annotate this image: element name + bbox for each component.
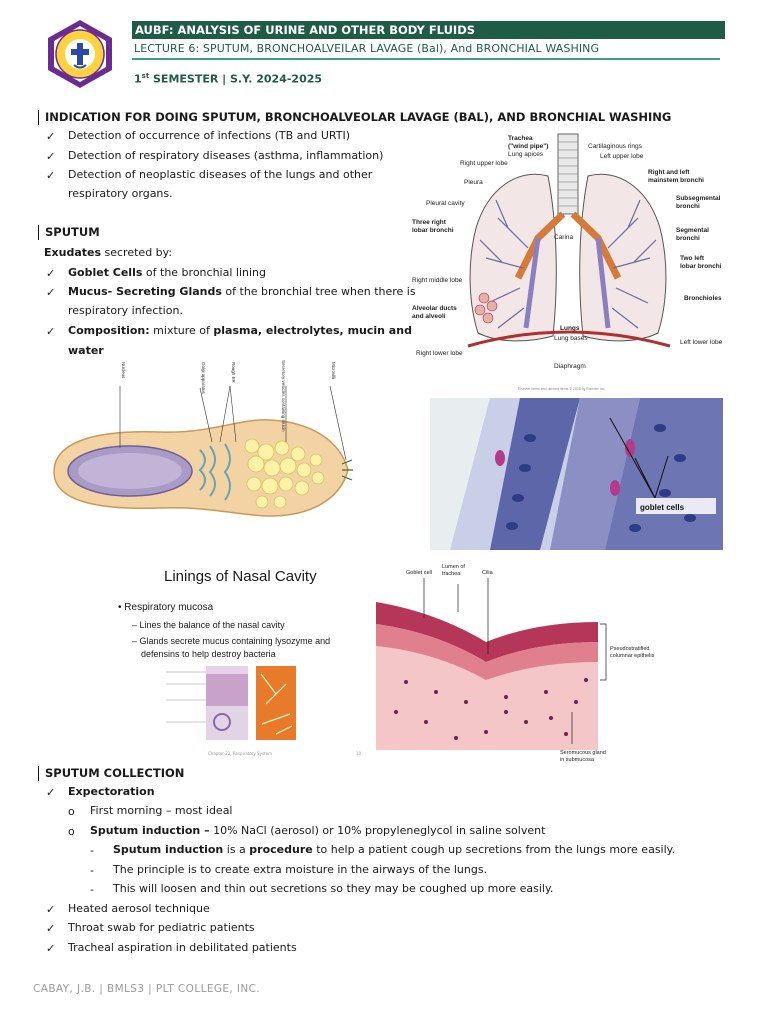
lung-label: Subsegmental: [676, 195, 721, 202]
goblet-cell-diagram: Nucleus Golgi apparatus Rough ER Secreto…: [53, 360, 353, 517]
lung-label: bronchi: [676, 203, 700, 210]
trachea-label: Lumen of: [442, 564, 465, 570]
exudates-line: Exudates secreted by:: [44, 246, 173, 259]
goblet-cells-line: Goblet Cells of the bronchial lining: [68, 266, 266, 279]
lung-label: Right middle lobe: [412, 277, 463, 284]
lung-label: and alveoli: [412, 313, 446, 320]
check-icon: ✓: [46, 786, 56, 799]
check-icon: ✓: [46, 325, 56, 338]
induction-procedure-line: Sputum induction is a procedure to help …: [113, 843, 676, 856]
lung-label: Right lower lobe: [416, 350, 463, 357]
trachea-label: Pseudostratified: [610, 646, 649, 652]
indication-item-2: Detection of respiratory diseases (asthm…: [68, 149, 384, 162]
heated-aerosol-line: Heated aerosol technique: [68, 902, 210, 915]
lung-label: Trachea: [508, 135, 533, 142]
lung-label: Right and left: [648, 169, 690, 176]
check-icon: ✓: [46, 169, 56, 182]
lung-label: lobar bronchi: [412, 227, 454, 234]
circle-bullet-icon: o: [68, 805, 75, 818]
slide-title: Linings of Nasal Cavity: [164, 568, 317, 585]
indication-item-3-cont: respiratory organs.: [68, 187, 173, 200]
slide-sub-2: – Glands secrete mucus containing lysozy…: [132, 636, 331, 646]
slide-footer: Chapter 22, Respiratory System: [208, 751, 273, 756]
lung-label: Carina: [554, 234, 574, 241]
trachea-label: trachea: [442, 571, 461, 577]
slide-sub-1: – Lines the balance of the nasal cavity: [132, 620, 285, 630]
goblet-cells-label: goblet cells: [640, 503, 685, 512]
lecture-title: LECTURE 6: SPUTUM, BRONCHOALVEILAR LAVAG…: [134, 42, 600, 55]
dash-bullet-icon: -: [90, 844, 94, 857]
indication-item-3: Detection of neoplastic diseases of the …: [68, 168, 373, 181]
throat-swab-line: Throat swab for pediatric patients: [68, 921, 255, 934]
induction-principle-line: The principle is to create extra moistur…: [113, 863, 488, 876]
trachea-histology-figure: Goblet cell Lumen of trachea Cilia Pseud…: [376, 564, 655, 763]
page-footer: CABAY, J.B. | BMLS3 | PLT COLLEGE, INC.: [33, 983, 261, 995]
composition-line-2: water: [68, 344, 104, 357]
lung-label: Pleural cavity: [426, 200, 465, 207]
lung-label: lobar bronchi: [680, 263, 722, 270]
nasal-mucosa-images: [166, 666, 296, 740]
check-icon: ✓: [46, 903, 56, 916]
tracheal-aspiration-line: Tracheal aspiration in debilitated patie…: [68, 941, 297, 954]
check-icon: ✓: [46, 150, 56, 163]
lung-label: Alveolar ducts: [412, 305, 457, 312]
check-icon: ✓: [46, 130, 56, 143]
lung-label: ("wind pipe"): [508, 143, 548, 150]
goblet-cells-micrograph: goblet cells: [430, 398, 723, 550]
composition-line: Composition: mixture of plasma, electrol…: [68, 324, 412, 337]
goblet-cell-label: Secretory vesicles containing mucin: [281, 360, 286, 432]
sputum-heading: SPUTUM: [38, 225, 100, 240]
goblet-cell-label: Nucleus: [121, 362, 126, 379]
lung-label: Bronchioles: [684, 295, 722, 302]
slide-page: 10: [356, 751, 362, 756]
course-title-bar: AUBF: ANALYSIS OF URINE AND OTHER BODY F…: [132, 21, 725, 39]
slide-bullet: • Respiratory mucosa: [118, 602, 214, 613]
collection-heading: SPUTUM COLLECTION: [38, 766, 184, 781]
circle-bullet-icon: o: [68, 825, 75, 838]
lung-anatomy-figure: Trachea ("wind pipe") Lung apices Cartil…: [412, 133, 723, 391]
trachea-label: in submucosa: [560, 757, 595, 763]
lung-credit: Elsevier items and derived items © 2006 …: [518, 387, 605, 391]
lung-label: Cartilaginous rings: [588, 143, 643, 150]
check-icon: ✓: [46, 267, 56, 280]
lung-label: bronchi: [676, 235, 700, 242]
lung-label: Lung apices: [508, 151, 544, 158]
sputum-induction-line: Sputum induction – 10% NaCl (aerosol) or…: [90, 824, 546, 837]
indication-item-1: Detection of occurrence of infections (T…: [68, 129, 350, 142]
dash-bullet-icon: -: [90, 883, 94, 896]
first-morning-line: First morning – most ideal: [90, 804, 233, 817]
lung-label: Three right: [412, 219, 447, 226]
dash-bullet-icon: -: [90, 864, 94, 877]
check-icon: ✓: [46, 942, 56, 955]
lung-label: mainstem bronchi: [648, 177, 704, 184]
goblet-cell-label: Microvilli: [331, 362, 336, 379]
trachea-label: Seromucous gland: [560, 750, 606, 756]
goblet-cell-label: Rough ER: [231, 362, 236, 384]
trachea-label: Cilia: [482, 570, 494, 576]
college-logo: [48, 20, 112, 88]
lung-label: Lungs: [560, 325, 580, 332]
header-divider: [132, 58, 720, 60]
mucus-glands-line-2: respiratory infection.: [68, 304, 183, 317]
lung-label: Segmental: [676, 227, 709, 234]
trachea-label: columnar epithelis: [610, 653, 655, 659]
slide-sub-3: defensins to help destroy bacteria: [141, 649, 276, 659]
lung-label: Left upper lobe: [600, 153, 644, 160]
nasal-cavity-slide: Linings of Nasal Cavity • Respiratory mu…: [108, 556, 374, 762]
lung-label: Pleura: [464, 179, 483, 186]
mucus-glands-line: Mucus- Secreting Glands of the bronchial…: [68, 285, 416, 298]
indication-heading: INDICATION FOR DOING SPUTUM, BRONCHOALVE…: [38, 110, 671, 125]
lung-label: Two left: [680, 255, 705, 262]
lung-label: Right upper lobe: [460, 160, 508, 167]
lung-label: Lung bases: [554, 335, 588, 342]
lung-label: Left lower lobe: [680, 339, 723, 346]
expectoration-label: Expectoration: [68, 785, 155, 798]
lung-label: Diaphragm: [554, 363, 586, 370]
induction-loosen-line: This will loosen and thin out secretions…: [113, 882, 554, 895]
check-icon: ✓: [46, 286, 56, 299]
trachea-label: Goblet cell: [406, 570, 432, 576]
goblet-cell-label: Golgi apparatus: [201, 362, 206, 395]
semester-line: 1st SEMESTER | S.Y. 2024-2025: [134, 72, 323, 86]
check-icon: ✓: [46, 922, 56, 935]
